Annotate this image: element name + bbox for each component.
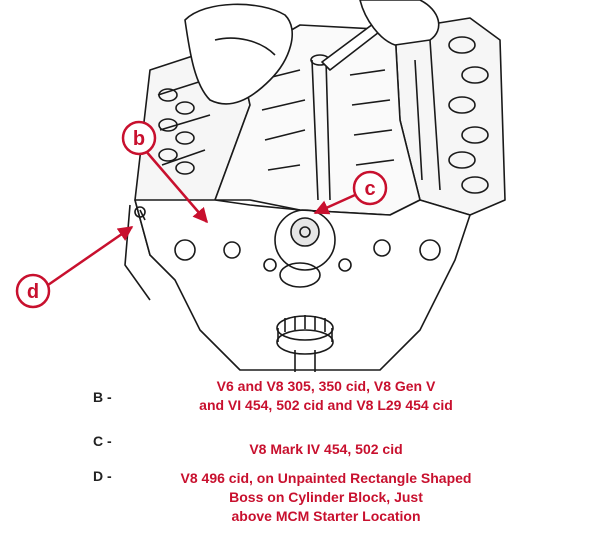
- legend-desc-c: V8 Mark IV 454, 502 cid: [140, 440, 512, 459]
- callout-c: c: [352, 170, 388, 206]
- engine-diagram: b c d: [15, 0, 506, 372]
- legend-key-b: B -: [93, 389, 112, 405]
- left-valve-springs: [158, 88, 195, 175]
- engine-illustration: [124, 0, 506, 372]
- arrow-b: [144, 149, 208, 224]
- legend-key-c: C -: [93, 433, 112, 449]
- right-valve-springs: [448, 36, 489, 194]
- callout-b: b: [121, 120, 157, 156]
- legend-desc-d-line1: V8 496 cid, on Unpainted Rectangle Shape…: [180, 470, 472, 486]
- legend-desc-b-line1: V6 and V8 305, 350 cid, V8 Gen V: [216, 378, 436, 394]
- arrow-d: [47, 225, 134, 287]
- legend-desc-d-line3: above MCM Starter Location: [231, 508, 421, 524]
- callout-arrows: [47, 149, 356, 287]
- legend-desc-d-line2: Boss on Cylinder Block, Just: [229, 489, 423, 505]
- callout-d: d: [15, 273, 51, 309]
- legend-desc-b-line2: and VI 454, 502 cid and V8 L29 454 cid: [199, 397, 453, 413]
- legend-desc-b: V6 and V8 305, 350 cid, V8 Gen V and VI …: [140, 377, 512, 415]
- callout-b-label: b: [133, 128, 145, 150]
- legend-key-d: D -: [93, 468, 112, 484]
- callout-d-label: d: [27, 281, 39, 303]
- callout-c-label: c: [364, 178, 375, 200]
- arrow-c: [313, 193, 356, 215]
- legend-desc-d: V8 496 cid, on Unpainted Rectangle Shape…: [130, 469, 522, 526]
- crank-gear: [276, 315, 334, 372]
- legend-desc-c-line1: V8 Mark IV 454, 502 cid: [249, 441, 403, 457]
